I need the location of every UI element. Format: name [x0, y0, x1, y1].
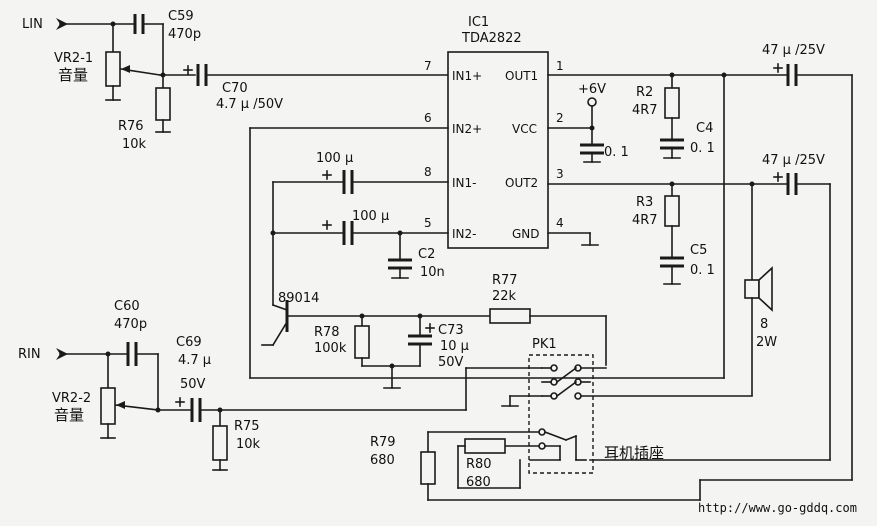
c4-value: 0. 1	[690, 141, 715, 156]
pin-num-1: 1	[556, 59, 564, 73]
watermark-url: http://www.go-gddq.com	[698, 501, 857, 515]
cap47b-label: 47 μ /25V	[762, 153, 825, 168]
c60-value: 470p	[114, 317, 147, 332]
lin-label: LIN	[22, 17, 43, 32]
c70-label: C70	[222, 81, 248, 96]
c69-capacitor	[175, 397, 467, 422]
vr2-2-potentiometer	[100, 387, 159, 439]
pin8-cap-value: 100 μ	[316, 151, 353, 166]
pin-num-6: 6	[424, 111, 432, 125]
c69-value: 4.7 μ	[178, 353, 211, 368]
cap47a-label: 47 μ /25V	[762, 43, 825, 58]
r2-c4-network	[660, 74, 684, 159]
r80-label: R80	[466, 457, 492, 472]
c4-label: C4	[696, 121, 713, 136]
c5-label: C5	[690, 243, 707, 258]
vcc-cap-value: 0. 1	[604, 145, 629, 160]
pin8-capacitor	[272, 170, 449, 306]
c73-voltage: 50V	[438, 355, 464, 370]
c59-value: 470p	[168, 27, 201, 42]
r2-label: R2	[636, 85, 653, 100]
vcc-supply	[547, 97, 604, 163]
output-cap-2	[773, 172, 831, 461]
c59-label: C59	[168, 9, 194, 24]
pin-gnd: GND	[512, 227, 540, 241]
c59-capacitor	[133, 14, 164, 76]
pin-num-4: 4	[556, 216, 564, 230]
c73-label: C73	[438, 323, 464, 338]
transistor-89014	[261, 300, 363, 347]
pk1-label: PK1	[532, 337, 557, 352]
c73-capacitor	[408, 315, 435, 367]
r79-value: 680	[370, 453, 395, 468]
transistor-label: 89014	[278, 291, 319, 306]
pin-num-3: 3	[556, 167, 564, 181]
c60-label: C60	[114, 299, 140, 314]
c60-capacitor	[126, 342, 159, 411]
r75-value: 10k	[236, 437, 261, 452]
lin-input	[56, 18, 136, 53]
pin-out1: OUT1	[505, 69, 538, 83]
r79-resistor	[420, 431, 853, 501]
speaker-icon	[744, 183, 773, 396]
r2-value: 4R7	[632, 103, 658, 118]
c2-value: 10n	[420, 265, 445, 280]
pin5-cap-value: 100 μ	[352, 209, 389, 224]
pin-in1p: IN1+	[452, 69, 482, 83]
vr2-2-label: VR2-2	[52, 391, 91, 406]
c69-label: C69	[176, 335, 202, 350]
vr2-1-label: VR2-1	[54, 51, 93, 66]
pin-num-8: 8	[424, 165, 432, 179]
pin-in2m: IN2-	[452, 227, 476, 241]
pin-num-5: 5	[424, 216, 432, 230]
ic1-part: TDA2822	[461, 31, 522, 46]
c73-value: 10 μ	[440, 339, 469, 354]
ic1-label: IC1	[468, 15, 489, 30]
c69-voltage: 50V	[180, 377, 206, 392]
headphone-jack-label: 耳机插座	[604, 444, 664, 462]
r78-value: 100k	[314, 341, 347, 356]
vol1-label: 音量	[58, 66, 88, 84]
c70-value: 4.7 μ /50V	[216, 97, 283, 112]
r80-resistor	[457, 438, 831, 489]
pin-num-2: 2	[556, 111, 564, 125]
r76-label: R76	[118, 119, 144, 134]
speaker-watt: 2W	[756, 335, 777, 350]
pin-in1m: IN1-	[452, 176, 476, 190]
r77-resistor	[489, 308, 607, 366]
ic1-tda2822	[447, 51, 549, 249]
pin5-capacitor	[270, 220, 449, 279]
rin-input	[56, 348, 129, 389]
c5-value: 0. 1	[690, 263, 715, 278]
pin-vcc: VCC	[512, 122, 537, 136]
r3-label: R3	[636, 195, 653, 210]
pin-out2: OUT2	[505, 176, 538, 190]
pin-in2p: IN2+	[452, 122, 482, 136]
r77-label: R77	[492, 273, 518, 288]
vr2-1-potentiometer	[105, 51, 161, 101]
r75-label: R75	[234, 419, 260, 434]
r3-c5-network	[660, 183, 684, 285]
pk1-switch	[427, 354, 753, 489]
r78-label: R78	[314, 325, 340, 340]
vol2-label: 音量	[54, 406, 84, 424]
speaker-ohm: 8	[760, 317, 768, 332]
r76-value: 10k	[122, 137, 147, 152]
plus6v-label: +6V	[578, 82, 606, 97]
r77-value: 22k	[492, 289, 517, 304]
rin-label: RIN	[18, 347, 41, 362]
r80-value: 680	[466, 475, 491, 490]
pin-num-7: 7	[424, 59, 432, 73]
r78-resistor	[354, 315, 421, 367]
r76-resistor	[155, 74, 171, 133]
r75-resistor	[212, 409, 228, 471]
c2-label: C2	[418, 247, 435, 262]
output-cap-1	[773, 63, 853, 481]
r79-label: R79	[370, 435, 396, 450]
r3-value: 4R7	[632, 213, 658, 228]
c70-capacitor	[183, 64, 449, 86]
